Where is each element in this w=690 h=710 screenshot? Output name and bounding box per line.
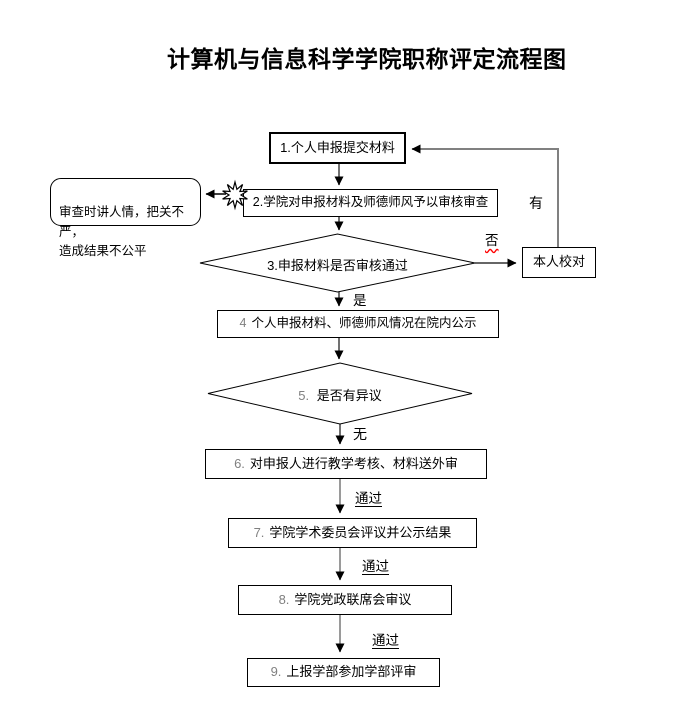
decision3-label: 3.申报材料是否审核通过 xyxy=(267,258,408,273)
diagram-title: 计算机与信息科学学院职称评定流程图 xyxy=(167,47,567,72)
node-step1: 1.个人申报提交材料 xyxy=(269,132,406,164)
node-step9-label: 上报学部参加学部评审 xyxy=(286,664,417,680)
node-step1-label: 1.个人申报提交材料 xyxy=(280,139,395,155)
node-proofread-label: 本人校对 xyxy=(532,254,585,270)
edge-label-have: 有 xyxy=(529,195,543,211)
node-step4-label: 个人申报材料、师德师风情况在院内公示 xyxy=(251,316,477,331)
edge-label-pass3: 通过 xyxy=(372,633,399,648)
node-proofread: 本人校对 xyxy=(522,247,596,278)
node-step2-label: 2.学院对申报材料及师德师风予以审核审查 xyxy=(252,195,489,210)
node-step6-number: 6. xyxy=(234,455,245,471)
node-callout-label: 审查时讲人情，把关不严， 造成结果不公平 xyxy=(59,205,185,259)
node-step2: 2.学院对申报材料及师德师风予以审核审查 xyxy=(243,189,498,217)
node-step9: 9. 上报学部参加学部评审 xyxy=(247,658,440,687)
node-step8: 8. 学院党政联席会审议 xyxy=(238,585,452,615)
node-step4: 4 个人申报材料、师德师风情况在院内公示 xyxy=(217,310,499,338)
edge-label-pass2: 通过 xyxy=(362,559,389,574)
node-step6-label: 对申报人进行教学考核、材料送外审 xyxy=(249,455,458,471)
edge-label-yes: 是 xyxy=(353,293,367,308)
edge-label-pass1: 通过 xyxy=(355,491,382,506)
node-callout: 审查时讲人情，把关不严， 造成结果不公平 xyxy=(50,178,201,258)
node-step7-number: 7. xyxy=(253,524,265,540)
node-step8-number: 8. xyxy=(278,591,290,607)
edge-proofread-to-step1 xyxy=(411,144,559,247)
node-step7-label: 学院学术委员会评议并公示结果 xyxy=(269,524,452,540)
decision5-label: 5. 是否有异议 xyxy=(298,388,382,403)
node-step6: 6. 对申报人进行教学考核、材料送外审 xyxy=(205,449,487,479)
edge-label-no: 否 xyxy=(485,233,499,248)
node-step8-label: 学院党政联席会审议 xyxy=(294,591,412,607)
decision5-number: 5. xyxy=(298,388,310,403)
node-step9-number: 9. xyxy=(270,664,282,680)
decision5-diamond xyxy=(207,362,473,425)
decision3-diamond xyxy=(199,233,476,293)
node-step7: 7. 学院学术委员会评议并公示结果 xyxy=(228,518,477,548)
node-step4-number: 4 xyxy=(239,316,247,331)
edge-label-none: 无 xyxy=(353,426,367,442)
